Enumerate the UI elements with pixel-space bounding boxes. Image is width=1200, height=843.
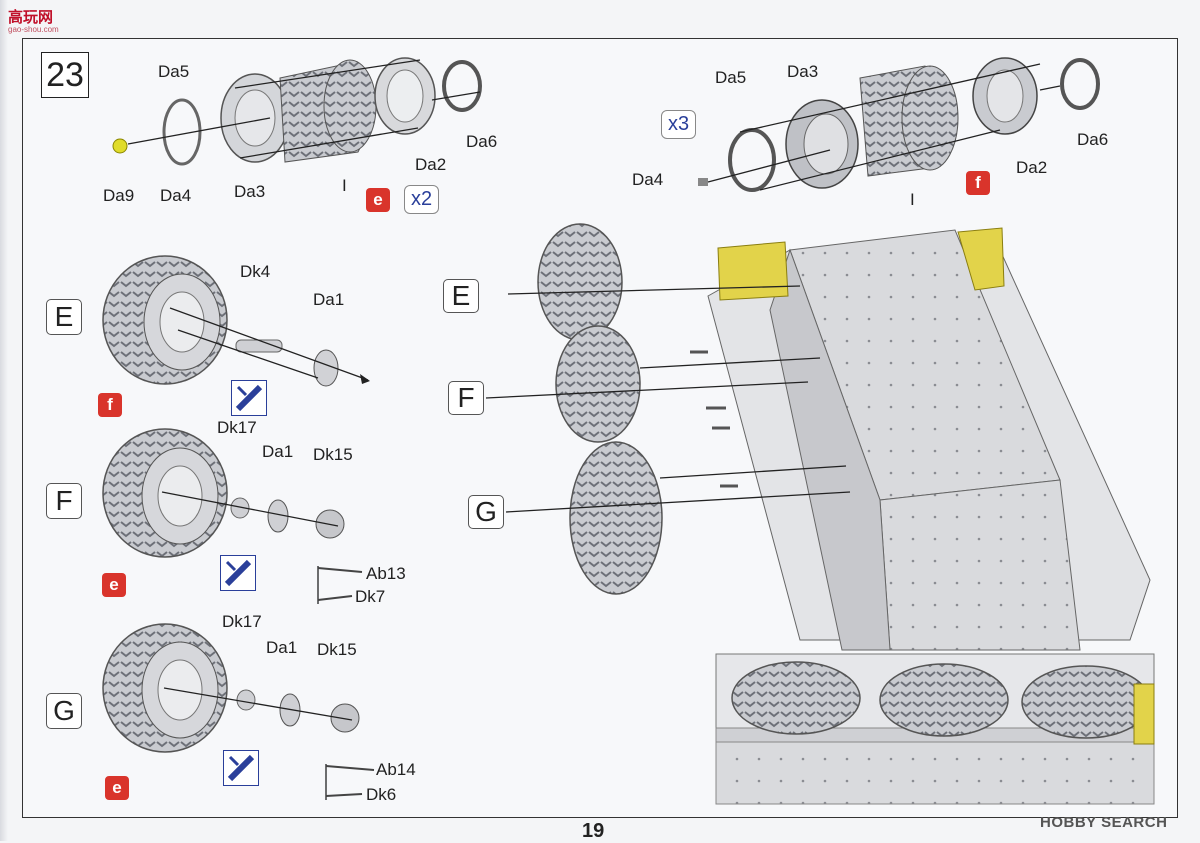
label-da6-right: Da6 — [1077, 130, 1109, 149]
exploded-wheel-left — [112, 57, 482, 166]
label-da5-left: Da5 — [158, 62, 190, 81]
label-da1-e: Da1 — [313, 290, 345, 309]
label-da5-right: Da5 — [715, 68, 747, 87]
label-dk7: Dk7 — [355, 587, 386, 606]
hull-assembly-art — [485, 223, 1151, 651]
main-letter-e: E — [443, 279, 479, 313]
subassembly-g-art — [102, 623, 375, 800]
quantity-badge-x3: x3 — [661, 110, 697, 139]
label-i-left: I — [342, 176, 347, 195]
color-badge-e-top: e — [366, 188, 390, 212]
label-da1-g: Da1 — [266, 638, 298, 657]
inset-view-art — [715, 653, 1155, 805]
color-badge-f-e: f — [98, 393, 122, 417]
rim-ring-da5 — [162, 98, 202, 166]
watermark-text: 高玩网 — [8, 9, 54, 26]
label-ab13: Ab13 — [366, 564, 406, 583]
subassembly-f-art — [102, 428, 363, 604]
step-number: 23 — [41, 52, 89, 98]
label-da3-right: Da3 — [787, 62, 819, 81]
color-badge-e-f: e — [102, 573, 126, 597]
color-badge-f-top: f — [966, 171, 990, 195]
color-badge-e-g: e — [105, 776, 129, 800]
label-dk17-g: Dk17 — [222, 612, 262, 631]
subassembly-g-letter: G — [46, 693, 82, 729]
subassembly-e-art — [102, 255, 370, 387]
label-da2-left: Da2 — [415, 155, 447, 174]
rim-ring-da6 — [442, 60, 482, 112]
label-da2-right: Da2 — [1016, 158, 1048, 177]
label-da1-f: Da1 — [262, 442, 294, 461]
source-mark: HOBBY SEARCH — [1040, 814, 1168, 831]
remove-pin-icon — [220, 555, 256, 591]
part-da4 — [698, 178, 708, 186]
label-da9: Da9 — [103, 186, 135, 205]
nut-da9 — [112, 138, 128, 154]
remove-pin-icon — [223, 750, 259, 786]
label-da4-right: Da4 — [632, 170, 664, 189]
label-da6-left: Da6 — [466, 132, 498, 151]
page-number: 19 — [582, 820, 605, 842]
label-dk6: Dk6 — [366, 785, 397, 804]
main-letter-f: F — [448, 381, 484, 415]
label-dk15-f: Dk15 — [313, 445, 353, 464]
page-binding-shadow — [0, 0, 8, 841]
label-da4-left: Da4 — [160, 186, 192, 205]
label-dk17-f: Dk17 — [217, 418, 257, 437]
label-dk4: Dk4 — [240, 262, 271, 281]
label-i-right: I — [910, 190, 915, 209]
exploded-wheel-right — [698, 57, 1100, 192]
main-letter-g: G — [468, 495, 504, 529]
quantity-badge-x2: x2 — [404, 185, 440, 214]
label-dk15-g: Dk15 — [317, 640, 357, 659]
label-da3-left: Da3 — [234, 182, 266, 201]
label-ab14: Ab14 — [376, 760, 416, 779]
watermark-sub: gao-shou.com — [8, 25, 59, 34]
subassembly-f-letter: F — [46, 483, 82, 519]
subassembly-e-letter: E — [46, 299, 82, 335]
remove-pin-icon — [231, 380, 267, 416]
